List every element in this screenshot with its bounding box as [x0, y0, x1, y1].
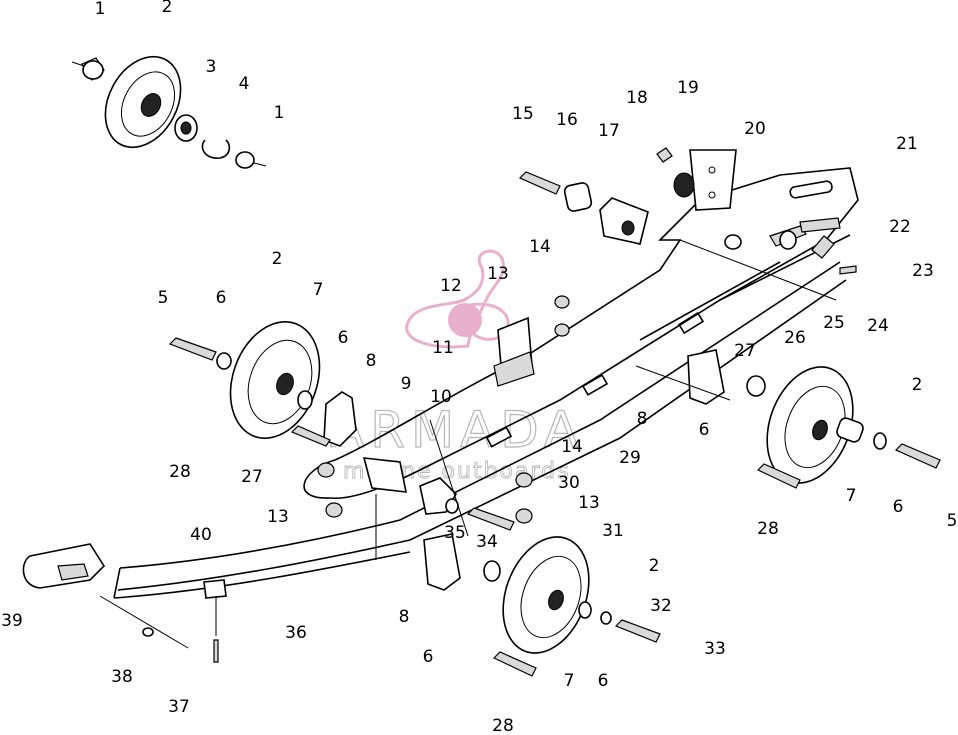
callout-label: 23	[912, 261, 934, 281]
callout-label: 28	[757, 519, 779, 539]
callout-label: 6	[423, 647, 434, 667]
callout-label: 11	[432, 338, 454, 358]
callout-label: 1	[274, 103, 285, 123]
callout-label: 6	[216, 288, 227, 308]
callout-label: 6	[893, 497, 904, 517]
lower-wheel-assembly	[423, 533, 661, 677]
callout-label: 16	[556, 110, 578, 130]
left-wheel-assembly	[168, 321, 357, 478]
callout-label: 2	[912, 375, 923, 395]
callout-label: 15	[512, 104, 534, 124]
callout-label: 2	[162, 0, 173, 17]
left-rail	[113, 261, 847, 599]
front-axle-parts	[724, 217, 857, 275]
callout-label: 6	[338, 328, 349, 348]
callout-label: 10	[430, 387, 452, 407]
callout-label: 9	[401, 374, 412, 394]
callout-label: 27	[241, 467, 263, 487]
callout-label: 3	[206, 57, 217, 77]
callout-label: 21	[896, 134, 918, 154]
callout-label: 28	[492, 716, 514, 735]
callout-label: 28	[169, 462, 191, 482]
callout-label: 29	[619, 448, 641, 468]
callout-label: 2	[649, 556, 660, 576]
callout-label: 37	[168, 697, 190, 717]
callout-label: 6	[598, 671, 609, 691]
callout-label: 40	[190, 525, 212, 545]
callout-label: 38	[111, 667, 133, 687]
callout-label: 13	[487, 264, 509, 284]
callout-label: 7	[564, 671, 575, 691]
callout-label: 8	[366, 351, 377, 371]
callout-label: 13	[267, 507, 289, 527]
callout-label: 19	[677, 78, 699, 98]
logo-propeller-icon	[405, 249, 505, 349]
callout-label: 5	[158, 288, 169, 308]
right-wheel-assembly	[687, 349, 941, 489]
callout-label: 35	[444, 523, 466, 543]
callout-label: 18	[626, 88, 648, 108]
callout-label: 31	[602, 521, 624, 541]
callout-label: 6	[699, 420, 710, 440]
callout-label: 4	[239, 74, 250, 94]
upper-bracket-parts	[518, 147, 737, 245]
callout-label: 14	[529, 237, 551, 257]
callout-label: 25	[823, 313, 845, 333]
logo-hub-icon	[448, 303, 482, 337]
top-wheel-assembly	[71, 55, 267, 169]
callout-label: 34	[476, 532, 498, 552]
assembly-leader-lines	[215, 239, 837, 636]
callout-label: 20	[744, 119, 766, 139]
callout-label: 36	[285, 623, 307, 643]
callout-label: 24	[867, 316, 889, 336]
callout-label: 5	[947, 511, 958, 531]
callout-label: 7	[313, 280, 324, 300]
callout-label: 8	[637, 409, 648, 429]
center-lower-parts	[325, 457, 533, 531]
watermark-brand: ARMADA	[330, 401, 584, 459]
front-slide-parts	[22, 543, 227, 663]
callout-label: 33	[704, 639, 726, 659]
callout-label: 27	[734, 341, 756, 361]
center-bracket-parts	[493, 295, 570, 387]
callout-label: 12	[440, 276, 462, 296]
callout-label: 30	[558, 473, 580, 493]
callout-label: 22	[889, 217, 911, 237]
callout-label: 39	[1, 611, 23, 631]
callout-label: 8	[399, 607, 410, 627]
callout-label: 2	[272, 249, 283, 269]
callout-label: 14	[561, 437, 583, 457]
callout-label: 7	[846, 486, 857, 506]
callout-label: 26	[784, 328, 806, 348]
callout-label: 17	[598, 121, 620, 141]
callout-label: 32	[650, 596, 672, 616]
callout-label: 1	[95, 0, 106, 19]
callout-label: 13	[578, 493, 600, 513]
